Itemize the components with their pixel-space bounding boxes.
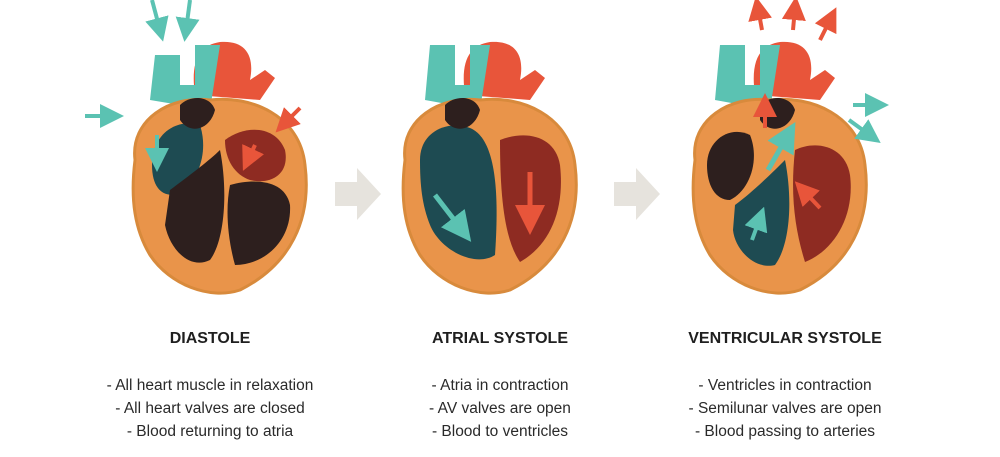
stage-point: - All heart valves are closed xyxy=(115,400,305,417)
inflow-arrow xyxy=(175,0,200,42)
inflow-arrow xyxy=(275,106,302,133)
stage-title: DIASTOLE xyxy=(169,330,251,347)
stage-title: ATRIAL SYSTOLE xyxy=(431,330,568,347)
stage-diastole: DIASTOLE - All heart muscle in relaxatio… xyxy=(60,0,360,457)
inflow-arrow xyxy=(145,0,169,42)
next-stage-arrow-icon xyxy=(614,168,660,220)
stage-points: - Ventricles in contraction - Semilunar … xyxy=(635,374,935,443)
outflow-arrow xyxy=(781,0,806,31)
atrial-systole-heart-illustration xyxy=(401,41,578,295)
flow-arrow xyxy=(765,121,796,172)
stage-point: - AV valves are open xyxy=(429,400,571,417)
stage-point: - Ventricles in contraction xyxy=(698,377,872,394)
flow-arrow xyxy=(744,206,768,241)
outflow-arrow xyxy=(748,0,772,31)
next-stage-arrow-icon xyxy=(335,168,381,220)
diastole-heart-illustration xyxy=(85,0,308,295)
stage-point: - Atria in contraction xyxy=(431,377,569,394)
stage-points: - All heart muscle in relaxation - All h… xyxy=(60,374,360,443)
stage-atrial-systole: ATRIAL SYSTOLE - Atria in contraction - … xyxy=(350,0,650,457)
flow-arrow xyxy=(433,193,472,242)
stage-point: - All heart muscle in relaxation xyxy=(106,377,314,394)
stage-point: - Blood returning to atria xyxy=(126,423,294,440)
flow-arrow xyxy=(794,181,822,210)
outflow-arrow xyxy=(814,7,837,41)
stage-title: VENTRICULAR SYSTOLE xyxy=(688,330,882,347)
flow-arrow xyxy=(242,144,264,171)
stage-point: - Blood to ventricles xyxy=(431,423,569,440)
stage-points: - Atria in contraction - AV valves are o… xyxy=(350,374,650,443)
stage-point: - Semilunar valves are open xyxy=(688,400,882,417)
stage-point: - Blood passing to arteries xyxy=(694,423,876,440)
stage-ventricular-systole: VENTRICULAR SYSTOLE - Ventricles in cont… xyxy=(635,0,935,457)
ventricular-systole-heart-illustration xyxy=(691,0,889,295)
outflow-arrow xyxy=(847,118,881,144)
